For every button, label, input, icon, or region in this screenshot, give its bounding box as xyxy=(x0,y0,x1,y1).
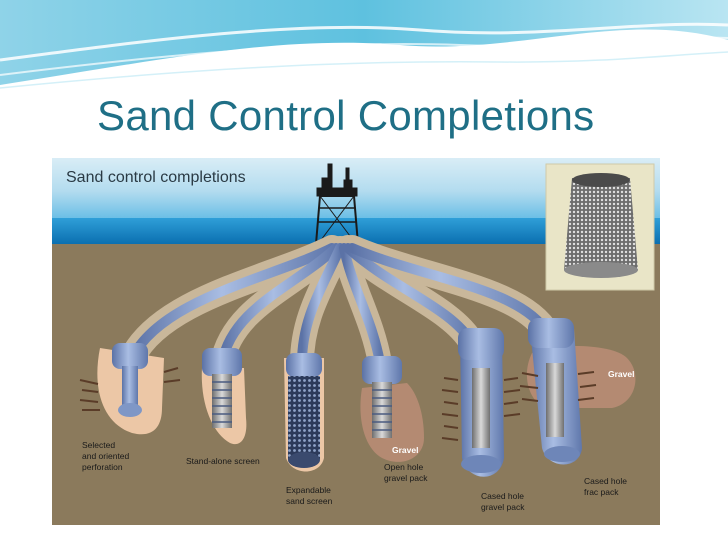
gravel-label-openhole: Gravel xyxy=(392,445,418,455)
sand-control-figure: Sand control completions xyxy=(52,158,660,525)
completions-illustration: Sand control completions xyxy=(52,158,660,525)
gravel-label-fracpack: Gravel xyxy=(608,369,634,379)
label-openhole-gravelpack: Open hole gravel pack xyxy=(384,462,428,483)
slide-title: Sand Control Completions xyxy=(97,92,594,140)
label-standalone-screen: Stand-alone screen xyxy=(186,456,260,466)
header-wave-decoration xyxy=(0,0,728,90)
label-casedhole-gravelpack: Cased hole gravel pack xyxy=(481,491,526,512)
screen-inset-photo xyxy=(546,164,654,290)
label-expandable-screen: Expandable sand screen xyxy=(286,485,333,506)
figure-title: Sand control completions xyxy=(66,169,246,186)
completion-expandable-screen xyxy=(284,353,324,472)
